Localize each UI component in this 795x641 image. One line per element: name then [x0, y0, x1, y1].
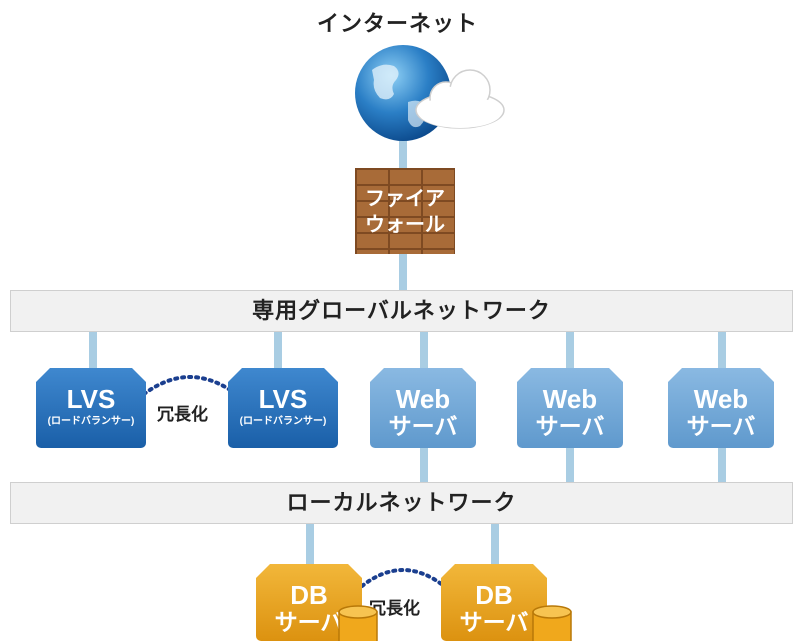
web-server-line1: Web [395, 384, 451, 414]
web-server-line1: Web [542, 384, 598, 414]
database-cylinder-icon [338, 605, 378, 641]
connector-local-db1 [306, 524, 314, 564]
internet-label: インターネット [316, 11, 478, 36]
db-server-2: DB サーバ [441, 564, 547, 641]
connector-local-db2 [491, 524, 499, 564]
redundancy-label-lvs: 冗長化 [157, 405, 208, 424]
web-server-3: Web サーバ [668, 368, 774, 448]
redundancy-arc-db [360, 568, 446, 588]
firewall-label-line2: ウォール [365, 214, 445, 236]
lvs-sub: (ロードバランサー) [239, 416, 327, 427]
db-server-line2: サーバ [274, 609, 344, 635]
cloud-icon [415, 69, 505, 129]
lvs-node-1: LVS (ロードバランサー) [36, 368, 146, 448]
web-server-2: Web サーバ [517, 368, 623, 448]
db-server-line1: DB [475, 580, 513, 610]
globe-icon [355, 45, 505, 141]
connector-web2-local [566, 448, 574, 482]
web-server-line2: サーバ [388, 413, 458, 439]
database-cylinder-icon [532, 605, 572, 641]
redundancy-arc-lvs [142, 375, 238, 396]
brick-wall-icon [355, 168, 455, 254]
connector-global-web2 [566, 332, 574, 368]
db-server-line1: DB [290, 580, 328, 610]
connector-internet-firewall [399, 138, 407, 168]
db-server-1: DB サーバ [256, 564, 362, 641]
connector-firewall-global [399, 252, 407, 290]
connector-global-web3 [718, 332, 726, 368]
firewall-node: ファイア ウォール [355, 168, 455, 254]
local-network-bar: ローカルネットワーク [10, 482, 793, 524]
connector-global-lvs1 [89, 332, 97, 368]
lvs-sub: (ロードバランサー) [47, 416, 135, 427]
web-server-line2: サーバ [686, 413, 756, 439]
web-server-line1: Web [693, 384, 749, 414]
db-server-line2: サーバ [459, 609, 529, 635]
global-network-bar: 専用グローバルネットワーク [10, 290, 793, 332]
connector-web3-local [718, 448, 726, 482]
connector-web1-local [420, 448, 428, 482]
web-server-1: Web サーバ [370, 368, 476, 448]
lvs-name: LVS [66, 384, 116, 414]
connector-global-web1 [420, 332, 428, 368]
firewall-label-line1: ファイア [365, 188, 445, 210]
connector-global-lvs2 [274, 332, 282, 368]
lvs-node-2: LVS (ロードバランサー) [228, 368, 338, 448]
redundancy-label-db: 冗長化 [369, 599, 420, 618]
lvs-name: LVS [258, 384, 308, 414]
web-server-line2: サーバ [535, 413, 605, 439]
